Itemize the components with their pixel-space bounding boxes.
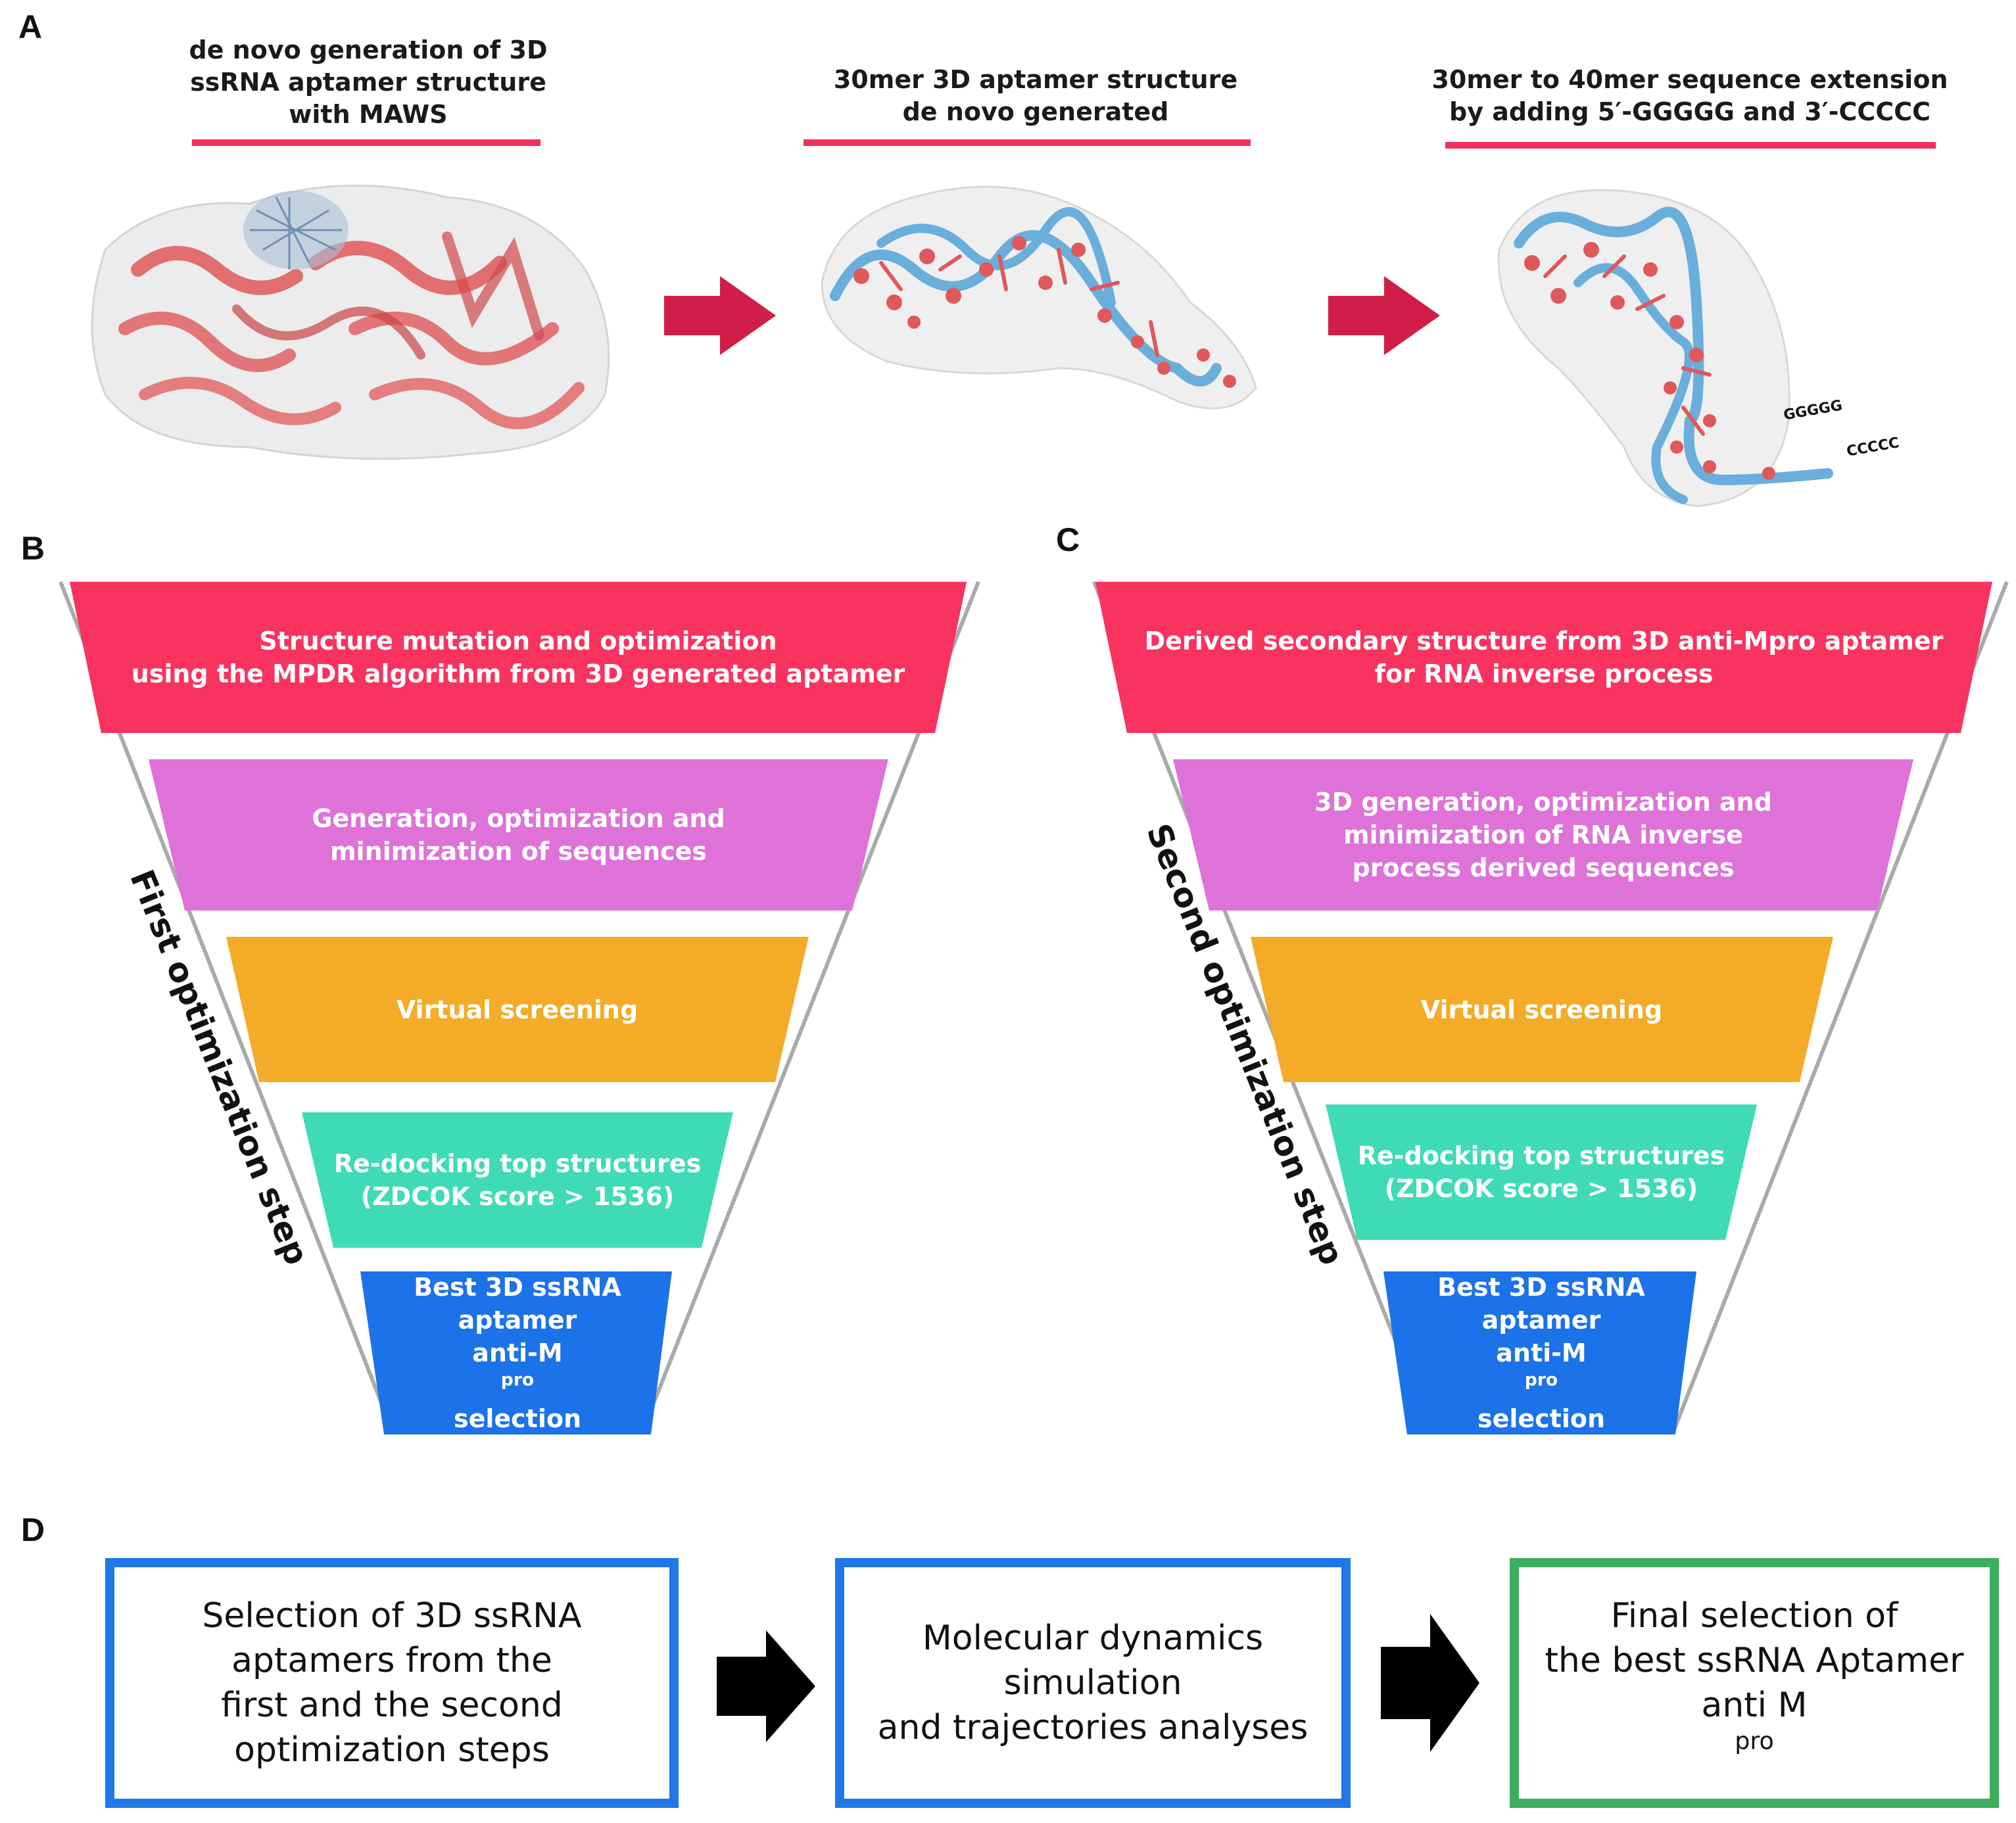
black-arrow-2 — [1381, 1614, 1479, 1752]
caption-30mer-structure: 30mer 3D aptamer structure de novo gener… — [833, 65, 1238, 126]
caption-underline-1 — [192, 139, 540, 146]
molecular-dynamics-box: Molecular dynamics simulation and trajec… — [835, 1558, 1351, 1808]
funnel-b-layer-3-shape — [226, 937, 809, 1082]
panel-label-c: C — [1056, 521, 1080, 558]
final-selection-box: Final selection of the best ssRNA Aptame… — [1510, 1558, 1999, 1808]
red-arrow-1 — [664, 276, 776, 355]
funnel-c-layer-5-shape — [1383, 1271, 1696, 1434]
caption-underline-2 — [804, 139, 1251, 146]
funnel-b-layer-3-text: Virtual screening — [396, 995, 638, 1024]
funnel-b-layer-1-shape — [70, 582, 967, 733]
funnel-c-layer-3-text: Virtual screening — [1420, 995, 1663, 1024]
funnel-c-layer-3-shape — [1251, 937, 1833, 1082]
funnel-c-layer-4-shape — [1326, 1104, 1757, 1240]
funnel-c-layer-1-shape — [1095, 582, 1992, 733]
caption-maws-generation: de novo generation of 3D ssRNA aptamer s… — [189, 36, 548, 129]
funnel-b-layer-5-shape — [360, 1271, 672, 1434]
funnel-b-shapes — [70, 582, 967, 1434]
funnel-b-layer-4-text: Re-docking top structures(ZDCOK score > … — [333, 1149, 702, 1211]
funnel-b-layer-4-shape — [302, 1112, 733, 1248]
aptamer-30mer-image — [821, 185, 1257, 410]
red-arrow-2 — [1328, 276, 1440, 355]
caption-underline-3 — [1445, 142, 1936, 149]
black-arrow-1 — [717, 1630, 815, 1742]
caption-sequence-extension: 30mer to 40mer sequence extension by add… — [1431, 65, 1948, 126]
aptamer-40mer-image — [1497, 189, 1833, 508]
funnel-c-layer-2-shape — [1173, 759, 1913, 911]
funnel-c-layer-1-text: Derived secondary structure from 3D anti… — [1144, 627, 1944, 688]
protein-complex-image — [91, 184, 610, 460]
funnel-c-layer-4-text: Re-docking top structures(ZDCOK score > … — [1357, 1141, 1725, 1203]
selection-box: Selection of 3D ssRNA aptamers from the … — [105, 1558, 679, 1808]
panel-label-b: B — [21, 530, 45, 567]
funnel-c-shapes — [1095, 582, 1992, 1434]
funnel-b-layer-2-shape — [149, 759, 888, 911]
panel-label-a: A — [18, 9, 43, 45]
panel-label-d: D — [21, 1511, 45, 1548]
